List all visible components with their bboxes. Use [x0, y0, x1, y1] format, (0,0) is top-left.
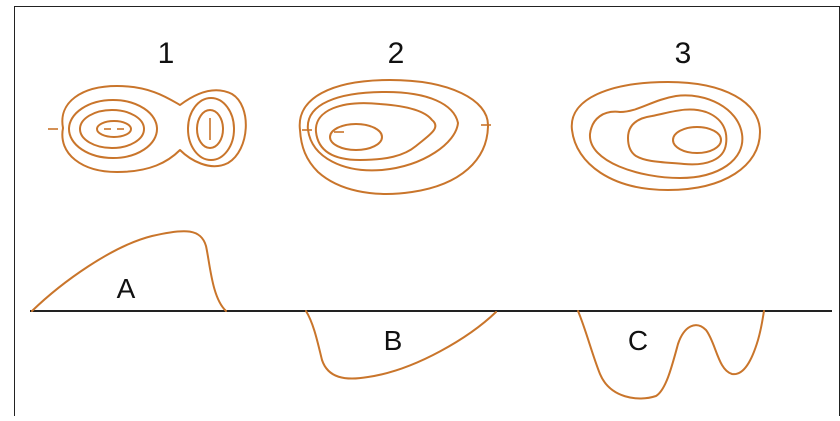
map-1-left-contour-2: [68, 99, 158, 159]
contour-map-2: [298, 79, 491, 195]
map-1-right-summit: [196, 109, 224, 149]
map-3-summit: [672, 126, 722, 154]
profile-b-curve: [305, 310, 497, 380]
map-1-right-contour-2: [187, 97, 235, 161]
profile-c-label: C: [628, 325, 648, 356]
profile-c-curve: [577, 310, 765, 400]
map-2-outer-contour: [298, 79, 489, 195]
map-3-outer-contour: [570, 81, 761, 191]
map-1-outer-contour: [61, 85, 247, 173]
profile-a-label: A: [117, 273, 136, 304]
map-3-contour-2: [588, 94, 744, 179]
contour-map-3: [570, 81, 761, 191]
map-3-number: 3: [675, 37, 692, 70]
map-1-left-contour-3: [79, 109, 145, 149]
map-2-profile-tick-marks: [302, 124, 491, 133]
map-2-summit: [329, 123, 383, 151]
profile-a-curve: [31, 230, 227, 312]
map-1-number: 1: [158, 37, 175, 70]
map-2-contour-3: [314, 102, 437, 161]
map-1-profile-tick-marks: [48, 118, 211, 140]
profile-b-label: B: [384, 325, 403, 356]
map-3-contour-3: [627, 108, 728, 166]
map-2-contour-2: [306, 91, 459, 172]
map-2-number: 2: [388, 37, 405, 70]
map-1-left-summit: [96, 120, 132, 138]
contour-map-1: [48, 85, 247, 173]
